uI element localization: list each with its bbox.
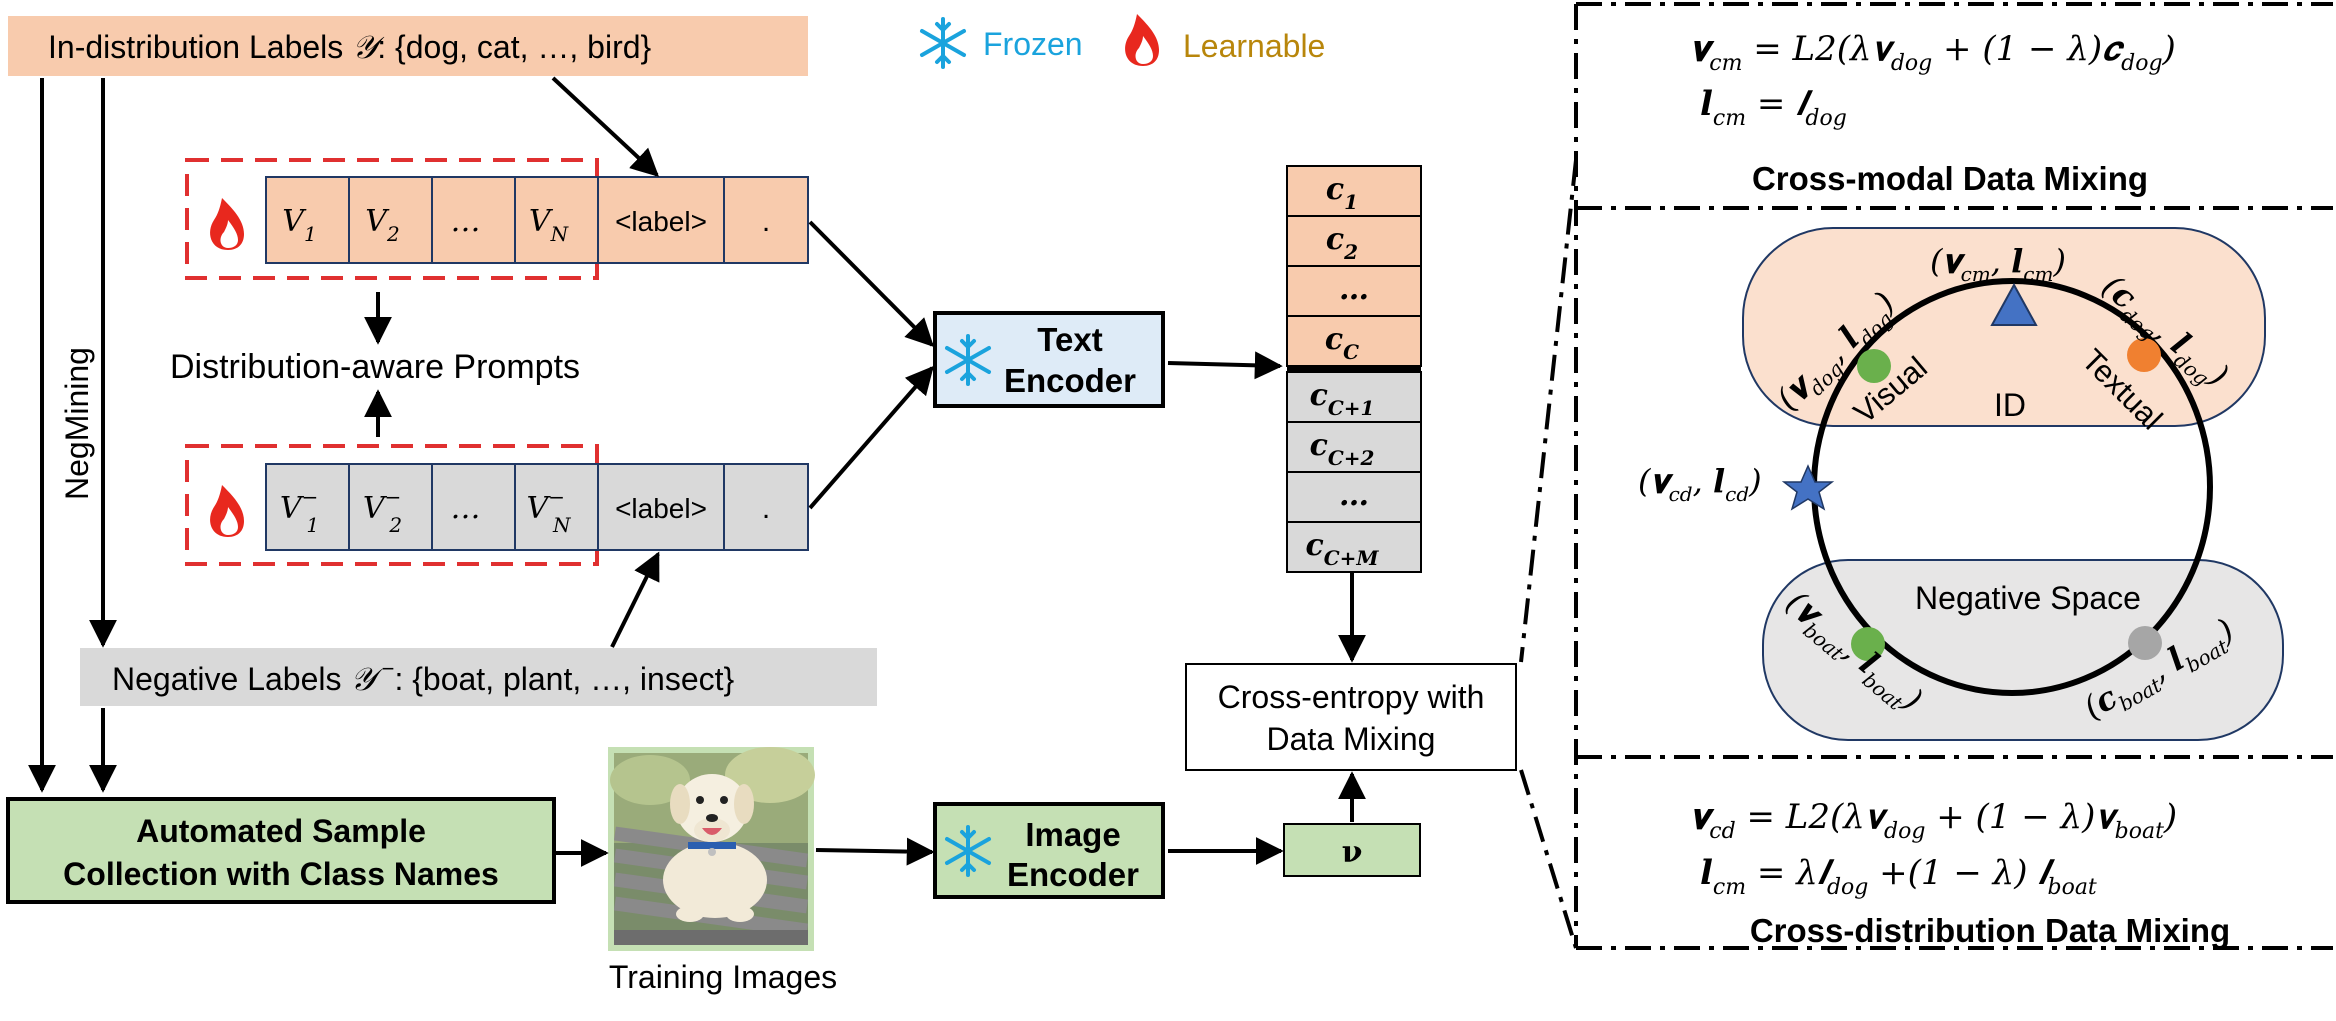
- prompt-token: V−1: [280, 485, 319, 537]
- text-encoder-line2: Encoder: [1004, 362, 1136, 399]
- cross-modal-title: Cross-modal Data Mixing: [1752, 160, 2148, 197]
- prompt-token: V2: [365, 204, 399, 246]
- prompt-token: V−2: [363, 485, 402, 537]
- class-embedding-label: cC: [1325, 322, 1359, 364]
- prompt-token: V1: [282, 204, 316, 246]
- training-images-label: Training Images: [609, 959, 837, 995]
- cross-distribution-section: 𝛎cd = L2(λ𝛎dog + (1 − λ)𝛎boat) 𝒍cm = λ𝒍d…: [1690, 797, 2230, 949]
- loss-line2: Data Mixing: [1267, 721, 1436, 757]
- point-label-cd: (𝛎cd, 𝒍cd): [1638, 462, 1762, 506]
- class-embedding-cell: [1286, 471, 1422, 523]
- snowflake-icon: [920, 17, 966, 69]
- legend: Frozen Learnable: [920, 14, 1325, 69]
- end-token: .: [762, 205, 770, 238]
- prompt-token: V−N: [527, 485, 572, 537]
- prompt-token: VN: [529, 204, 570, 246]
- zoom-frame: [1519, 2, 2333, 950]
- prompt-token: …: [451, 491, 481, 526]
- svg-text:In-distribution Labels 𝒴: {d: In-distribution Labels 𝒴: {dog, cat, …, …: [48, 28, 652, 66]
- sample-collection-line1: Automated Sample: [136, 813, 426, 849]
- label-token: <label>: [615, 493, 707, 524]
- embedding-space: ID Visual Textual Negative Space (𝛎dog, …: [1638, 227, 2284, 741]
- class-embedding-label: cC+1: [1310, 378, 1375, 420]
- sample-collection-box: Automated Sample Collection with Class N…: [6, 797, 556, 904]
- in-distribution-labels: In-distribution Labels 𝒴: {dog, cat, …, …: [8, 16, 808, 76]
- connector-arrows: [28, 76, 1366, 867]
- dog-figure: [663, 774, 767, 922]
- text-encoder-line1: Text: [1037, 321, 1102, 358]
- class-embeddings: c1 c2 … cC cC+1 cC+2 … cC+M: [1286, 165, 1422, 573]
- id-labels-text: : {dog, cat, …, bird}: [377, 29, 651, 65]
- cross-modal-eq1: 𝛎cm = L2(λ𝛎dog + (1 − λ)𝒄dog): [1690, 29, 2176, 76]
- image-encoder-line1: Image: [1025, 816, 1120, 853]
- fire-icon: [210, 485, 244, 537]
- frozen-label: Frozen: [983, 26, 1083, 62]
- textual-dog-point: [2127, 338, 2161, 372]
- class-embedding-cell: [1286, 371, 1422, 423]
- training-image: [608, 747, 815, 951]
- neg-labels-prefix: Negative Labels: [112, 661, 350, 697]
- negative-space-label: Negative Space: [1915, 580, 2141, 616]
- image-encoder-line2: Encoder: [1007, 856, 1139, 893]
- class-embedding-cell: [1286, 315, 1422, 367]
- prompt-token: …: [451, 204, 481, 239]
- snowflake-icon: [945, 334, 991, 386]
- fire-icon: [210, 198, 244, 250]
- svg-text:Negative Labels 𝒴 −: {boat, p: Negative Labels 𝒴 −: {boat, plant, …, in…: [112, 656, 735, 698]
- fire-icon: [1125, 14, 1159, 66]
- cross-distribution-marker: [1781, 464, 1835, 511]
- negmining-label: NegMining: [59, 347, 95, 500]
- class-embedding-label: cC+M: [1305, 528, 1379, 570]
- class-embedding-label: …: [1339, 272, 1369, 307]
- cross-distribution-eq1: 𝛎cd = L2(λ𝛎dog + (1 − λ)𝛎boat): [1690, 797, 2177, 844]
- cross-modal-section: 𝛎cm = L2(λ𝛎dog + (1 − λ)𝒄dog) 𝒍cm = 𝒍dog…: [1690, 29, 2176, 197]
- neg-labels-sup: −: [375, 656, 394, 681]
- image-encoder: Image Encoder: [933, 802, 1165, 899]
- loss-line1: Cross-entropy with: [1218, 679, 1485, 715]
- neg-labels-text: : {boat, plant, …, insect}: [394, 661, 734, 697]
- id-labels-prefix: In-distribution Labels: [48, 29, 352, 65]
- image-feature: ν: [1283, 823, 1421, 877]
- visual-boat-point: [1851, 627, 1885, 661]
- cross-modal-eq2: 𝒍cm = 𝒍dog: [1700, 84, 1847, 131]
- visual-dog-point: [1857, 349, 1891, 383]
- cross-distribution-eq2: 𝒍cm = λ𝒍dog +(1 − λ) 𝒍boat: [1700, 853, 2097, 900]
- class-embedding-label: c2: [1326, 222, 1358, 264]
- label-token: <label>: [615, 206, 707, 237]
- negative-region: [1762, 559, 2284, 741]
- class-embedding-cell: [1286, 265, 1422, 317]
- negative-labels: Negative Labels 𝒴 −: {boat, plant, …, in…: [80, 648, 877, 706]
- snowflake-icon: [945, 825, 991, 877]
- cross-modal-marker: [1990, 282, 2038, 326]
- textual-boat-point: [2128, 626, 2162, 660]
- class-embedding-label: …: [1339, 478, 1369, 513]
- cross-distribution-title: Cross-distribution Data Mixing: [1750, 912, 2230, 949]
- prompts-label: Distribution-aware Prompts: [170, 348, 580, 386]
- end-token: .: [762, 492, 770, 525]
- class-embedding-cell: [1286, 521, 1422, 573]
- text-encoder: Text Encoder: [933, 311, 1165, 408]
- sample-collection-line2: Collection with Class Names: [63, 856, 499, 892]
- class-embedding-label: c1: [1326, 172, 1358, 214]
- neg-prompt-row: V−1 V−2 … V−N <label>.: [185, 444, 809, 566]
- id-label: ID: [1994, 387, 2026, 423]
- learnable-label: Learnable: [1183, 28, 1325, 64]
- id-prompt-row: V1 V2 … VN <label>.: [185, 158, 809, 280]
- class-embedding-label: cC+2: [1310, 428, 1375, 470]
- loss-box: Cross-entropy with Data Mixing: [1185, 663, 1517, 771]
- image-feature-symbol: ν: [1342, 835, 1363, 870]
